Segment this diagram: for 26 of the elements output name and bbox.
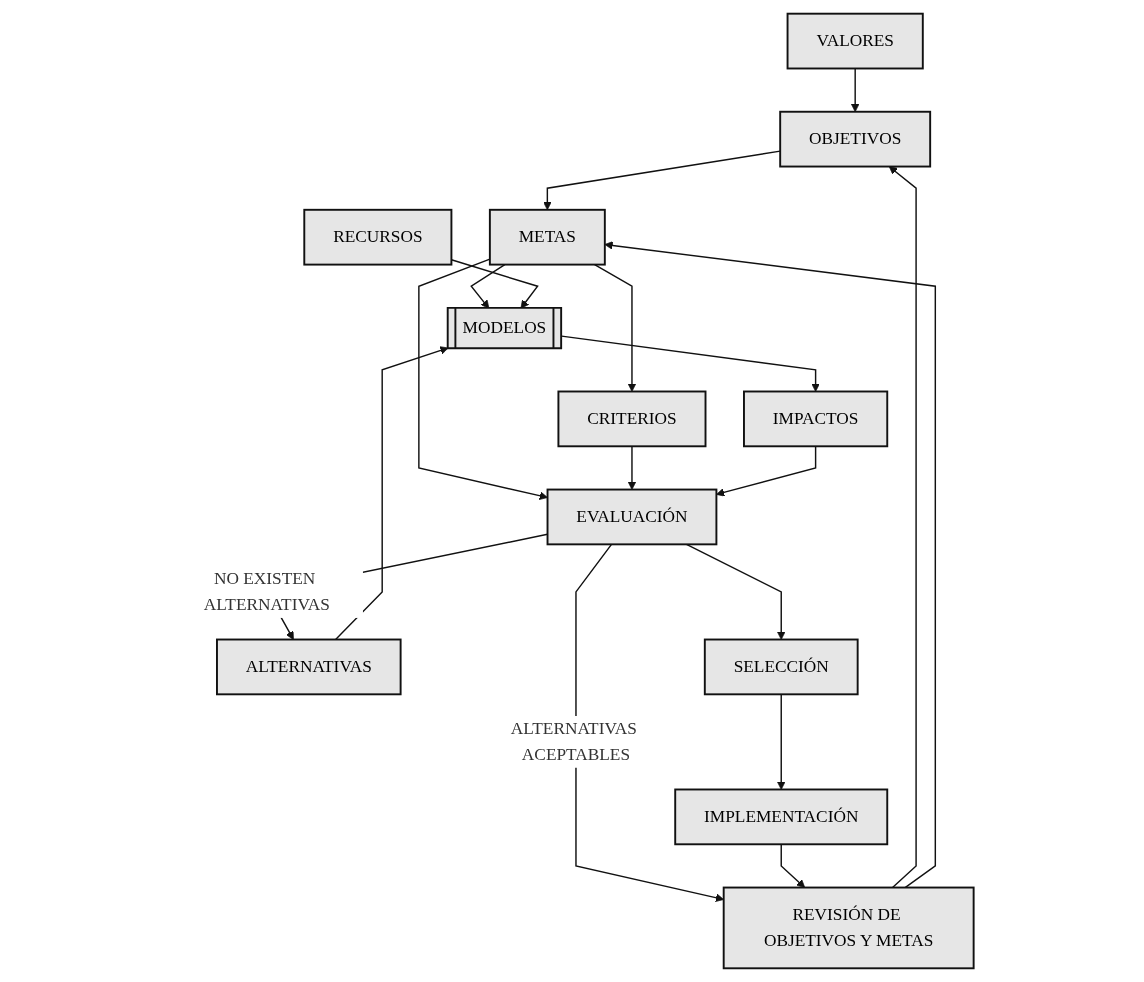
arrow xyxy=(575,543,724,902)
node-box: IMPACTOS xyxy=(742,390,889,448)
edge-label: ALTERNATIVAS ACEPTABLES xyxy=(510,718,637,765)
arrow xyxy=(685,543,786,640)
node-box: SELECCIÓN xyxy=(703,638,859,696)
arrow xyxy=(593,263,636,392)
arrow xyxy=(888,166,917,889)
node-box: OBJETIVOS xyxy=(779,110,931,168)
arrow xyxy=(776,693,786,790)
node-box: EVALUACIÓN xyxy=(546,488,718,546)
arrow xyxy=(604,241,936,889)
arrow xyxy=(560,335,820,392)
arrow xyxy=(627,445,636,490)
node-box: CRITERIOS xyxy=(557,390,707,448)
node-box: RECURSOS xyxy=(303,208,453,266)
arrow xyxy=(417,258,548,500)
node-box: REVISIÓN DE OBJETIVOS Y METAS xyxy=(722,886,975,970)
arrow xyxy=(780,843,805,888)
node-box: ALTERNATIVAS xyxy=(215,638,402,696)
node-box: METAS xyxy=(488,208,606,266)
node-box: IMPLEMENTACIÓN xyxy=(674,788,889,846)
arrow xyxy=(850,67,860,113)
arrow xyxy=(542,150,781,211)
edge-label: NO EXISTEN ALTERNATIVAS xyxy=(203,568,330,615)
node-box: VALORES xyxy=(786,12,924,70)
arrow xyxy=(334,346,449,641)
